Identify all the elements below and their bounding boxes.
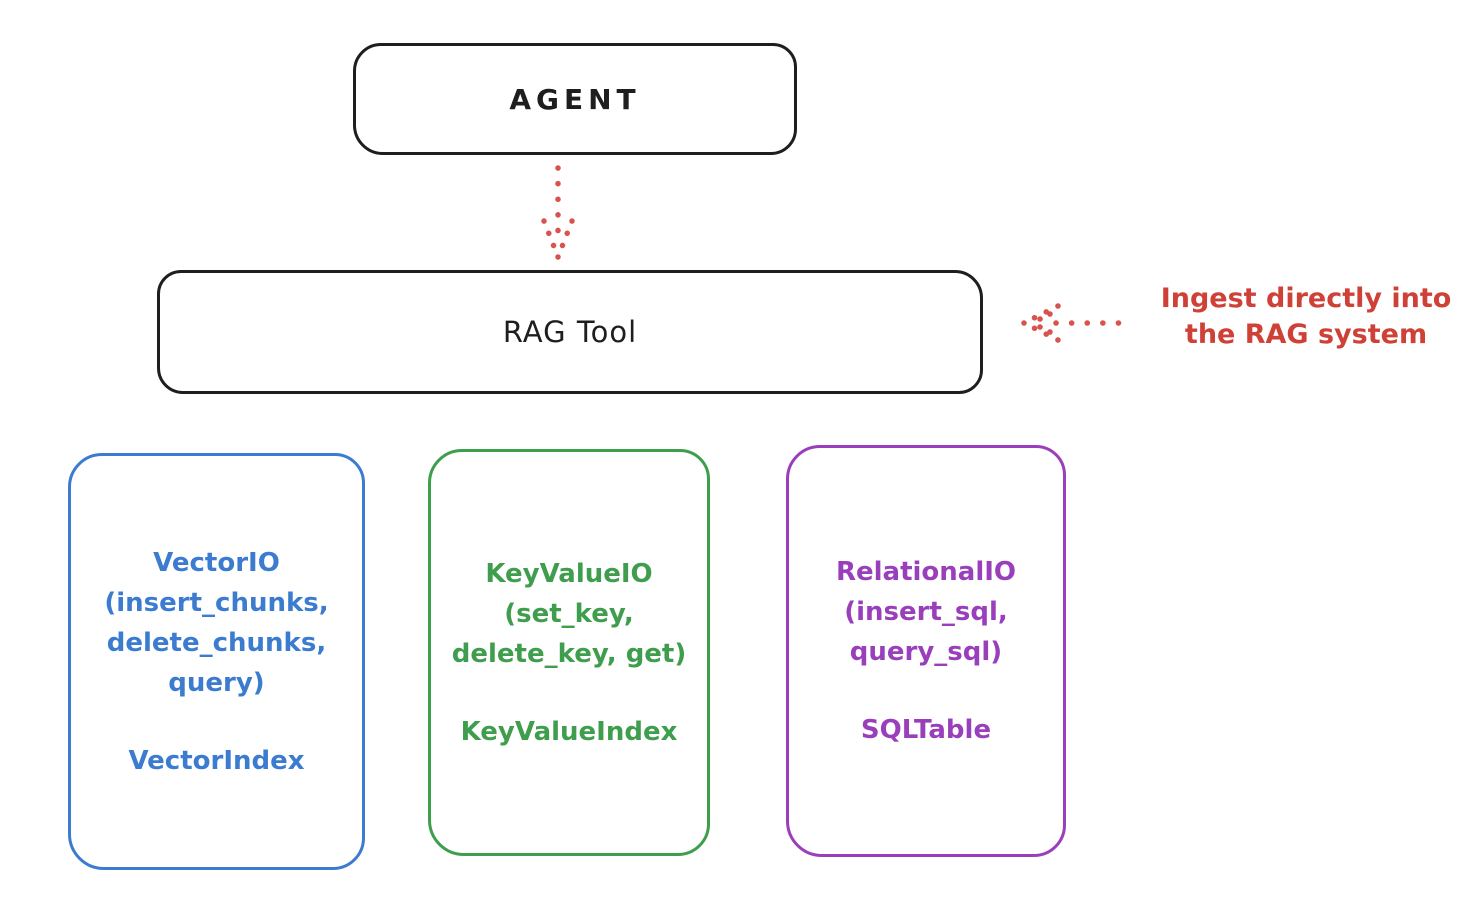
vector-io-line: (insert_chunks, [104, 587, 329, 618]
sql-table-label: SQLTable [860, 715, 992, 745]
vector-io-line: query) [168, 667, 265, 698]
keyvalue-io-line: delete_key, get) [451, 638, 687, 669]
keyvalue-io-line: KeyValueIO [485, 558, 653, 589]
rag-tool-box: RAG Tool [157, 270, 983, 394]
relational-io-box: RelationalIO (insert_sql, query_sql) SQL… [786, 445, 1066, 857]
relational-io-line: (insert_sql, [844, 597, 1008, 627]
vector-io-line: VectorIO [153, 547, 280, 578]
agent-box-label: AGENT [509, 82, 641, 116]
keyvalue-index-label: KeyValueIndex [460, 716, 678, 747]
vector-io-line: delete_chunks, [106, 627, 327, 658]
vector-index-label: VectorIndex [128, 745, 305, 776]
ingest-annotation-line1: Ingest directly into [1160, 283, 1452, 314]
agent-box: AGENT [353, 43, 797, 155]
ingest-annotation-line2: the RAG system [1184, 319, 1428, 350]
keyvalue-io-line: (set_key, [504, 598, 634, 629]
keyvalue-io-box: KeyValueIO (set_key, delete_key, get) Ke… [428, 449, 710, 856]
relational-io-line: RelationalIO [835, 557, 1017, 587]
arrow-agent-to-rag-tool [541, 165, 575, 260]
relational-io-line: query_sql) [849, 637, 1003, 667]
vector-io-box: VectorIO (insert_chunks, delete_chunks, … [68, 453, 365, 870]
rag-tool-box-label: RAG Tool [502, 315, 638, 349]
ingest-annotation: Ingest directly into the RAG system [1128, 281, 1484, 353]
arrow-ingest-to-rag-tool [1021, 303, 1135, 343]
